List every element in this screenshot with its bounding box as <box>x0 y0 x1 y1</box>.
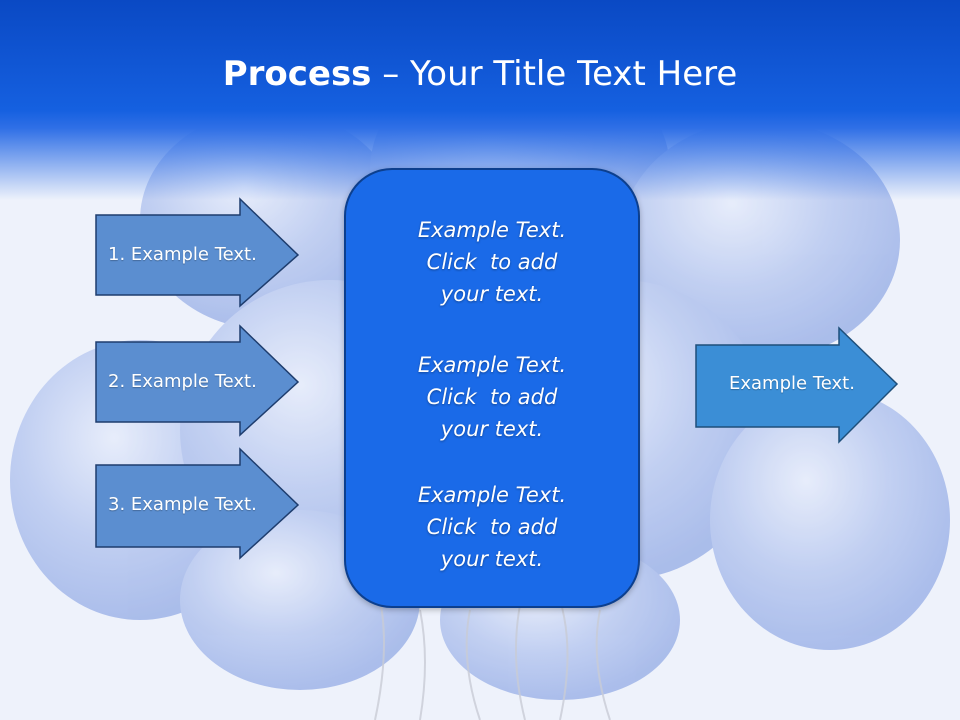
slide-title: Process – Your Title Text Here <box>0 52 960 96</box>
output-arrow-shape <box>695 326 899 444</box>
center-item-3-line2: Click to add <box>426 515 558 539</box>
input-arrow-3-shape <box>95 447 300 560</box>
center-process-box: Example Text. Click to add your text. Ex… <box>344 168 640 608</box>
center-item-1-line2: Click to add <box>426 250 558 274</box>
center-item-1-line1: Example Text. <box>417 218 567 242</box>
center-item-2-line2: Click to add <box>426 385 558 409</box>
center-item-2-line1: Example Text. <box>417 353 567 377</box>
input-arrow-1-label: 1. Example Text. <box>108 244 257 265</box>
output-arrow-label: Example Text. <box>729 373 855 394</box>
input-arrow-3: 3. Example Text. <box>95 447 300 560</box>
input-arrow-2-label: 2. Example Text. <box>108 371 257 392</box>
input-arrow-2: 2. Example Text. <box>95 324 300 437</box>
center-item-2-line3: your text. <box>440 417 544 441</box>
center-item-3-line1: Example Text. <box>417 483 567 507</box>
title-band <box>0 0 960 200</box>
center-item-3-line3: your text. <box>440 547 544 571</box>
title-rest: – Your Title Text Here <box>371 54 738 94</box>
title-bold: Process <box>222 54 372 94</box>
output-arrow: Example Text. <box>695 326 900 445</box>
input-arrow-1: 1. Example Text. <box>95 197 300 308</box>
center-item-2: Example Text. Click to add your text. <box>346 349 638 445</box>
input-arrow-1-shape <box>95 197 300 308</box>
center-item-3: Example Text. Click to add your text. <box>346 479 638 575</box>
center-item-1: Example Text. Click to add your text. <box>346 214 638 310</box>
input-arrow-3-label: 3. Example Text. <box>108 494 257 515</box>
center-item-1-line3: your text. <box>440 282 544 306</box>
input-arrow-2-shape <box>95 324 300 437</box>
